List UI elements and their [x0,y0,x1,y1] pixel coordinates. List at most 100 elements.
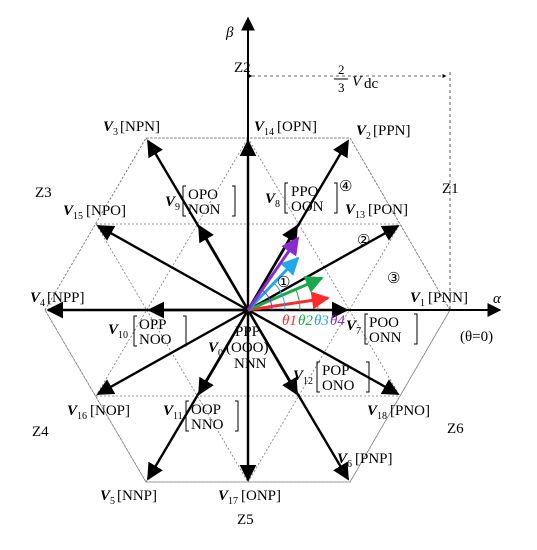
svg-text:[NOP]: [NOP] [90,403,130,419]
svg-text:[PON]: [PON] [368,202,408,218]
svg-text:V: V [352,74,363,90]
label-v2: V 2 [PPN] [356,123,411,142]
svg-text:NOO: NOO [139,332,172,348]
svg-text:V: V [346,318,358,334]
svg-text:9: 9 [175,202,180,213]
vector-v15 [96,224,249,312]
zone-z3: Z3 [35,185,52,201]
svg-text:[PNN]: [PNN] [428,290,468,306]
svg-text:[NPP]: [NPP] [47,290,85,306]
svg-text:V: V [337,451,349,467]
svg-text:V: V [208,340,220,356]
label-v13: V 13 [PON] [345,202,408,221]
svg-text:θ2: θ2 [298,313,313,329]
label-v5: V 5 [NNP] [100,488,157,507]
svg-text:(OOO): (OOO) [226,340,269,356]
zero-vector-label: PPP V 0 (OOO) NNN [208,324,269,372]
svg-text:V: V [165,194,177,210]
vector-v13 [247,224,400,312]
svg-text:4: 4 [40,298,45,309]
svg-text:6: 6 [347,459,352,470]
svg-text:V: V [218,488,230,504]
svg-text:18: 18 [377,411,387,422]
svg-text:NNO: NNO [191,417,224,433]
svg-text:V: V [345,202,357,218]
region-3: ③ [387,271,400,287]
svg-text:[NNP]: [NNP] [117,488,157,504]
label-v11: V 11 OOP NNO [163,400,239,433]
svg-text:dc: dc [364,76,379,92]
space-vectors [46,139,400,482]
alpha-label: α [493,291,502,307]
svg-text:V: V [163,403,175,419]
region-4: ④ [339,179,352,195]
zone-z2: Z2 [234,60,251,76]
svg-text:3: 3 [113,127,118,138]
theta-zero-label: (θ=0) [460,329,493,345]
svg-text:PPP: PPP [235,324,260,340]
svg-text:2: 2 [366,131,371,142]
ref-vector-green [247,276,324,312]
svg-text:[PPN]: [PPN] [373,123,411,139]
svg-text:V: V [100,488,112,504]
svg-text:V: V [356,123,368,139]
svg-text:[OPN]: [OPN] [277,119,317,135]
svg-text:OPP: OPP [139,317,167,333]
label-v16: V 16 [NOP] [67,403,130,422]
svg-text:8: 8 [275,199,280,210]
region-2: ② [357,233,370,249]
ref-vector-purple [246,236,300,311]
ref-vector-blue [246,256,300,312]
label-v14: V 14 [OPN] [254,119,317,138]
beta-label: β [225,25,234,41]
svg-text:V: V [265,191,277,207]
label-v1: V 1 [PNN] [410,290,468,309]
svg-text:2: 2 [338,62,345,77]
svg-text:OON: OON [291,199,324,215]
label-v10: V 10 OPP NOO [108,315,187,348]
vector-v11 [197,309,250,396]
svg-text:5: 5 [110,496,115,507]
svg-text:OOP: OOP [191,402,221,418]
angle-labels: θ1 θ2 θ3 θ4 [282,313,345,329]
label-v6: V 6 [PNP] [337,451,393,470]
svg-text:10: 10 [118,330,128,341]
svg-text:OPO: OPO [188,187,218,203]
svg-text:PPO: PPO [291,184,319,200]
svg-text:1: 1 [420,298,425,309]
svg-text:V: V [67,403,79,419]
zone-z6: Z6 [447,421,464,437]
svg-text:V: V [63,203,75,219]
scale-label: 2 3 V dc [334,62,379,95]
ref-vector-red [247,291,330,312]
svg-text:θ3: θ3 [314,313,329,329]
svg-text:12: 12 [303,376,313,387]
vector-v9 [197,224,250,311]
svg-text:16: 16 [77,411,87,422]
svg-text:POP: POP [322,363,350,379]
region-1: ① [277,275,290,291]
reference-vectors [246,236,330,312]
svg-text:0: 0 [218,348,223,359]
svg-text:[ONP]: [ONP] [241,488,281,504]
svg-text:ONN: ONN [369,330,402,346]
label-v17: V 17 [ONP] [218,488,281,507]
svg-text:V: V [103,119,115,135]
svg-text:NON: NON [188,202,221,218]
label-v9: V 9 OPO NON [165,185,236,218]
svg-text:3: 3 [338,80,345,95]
svg-text:11: 11 [173,411,183,422]
svg-text:15: 15 [73,211,83,222]
dimension-guide [248,72,451,310]
svg-text:V: V [410,290,422,306]
svg-text:V: V [254,119,266,135]
svg-text:θ1: θ1 [282,313,297,329]
vector-v16 [96,308,249,396]
svg-text:[PNO]: [PNO] [390,403,430,419]
svg-text:V: V [293,368,305,384]
svg-text:[NPO]: [NPO] [86,203,126,219]
svg-text:7: 7 [356,326,361,337]
label-v12: V 12 POP ONO [293,361,370,394]
vector-v18 [247,308,400,396]
